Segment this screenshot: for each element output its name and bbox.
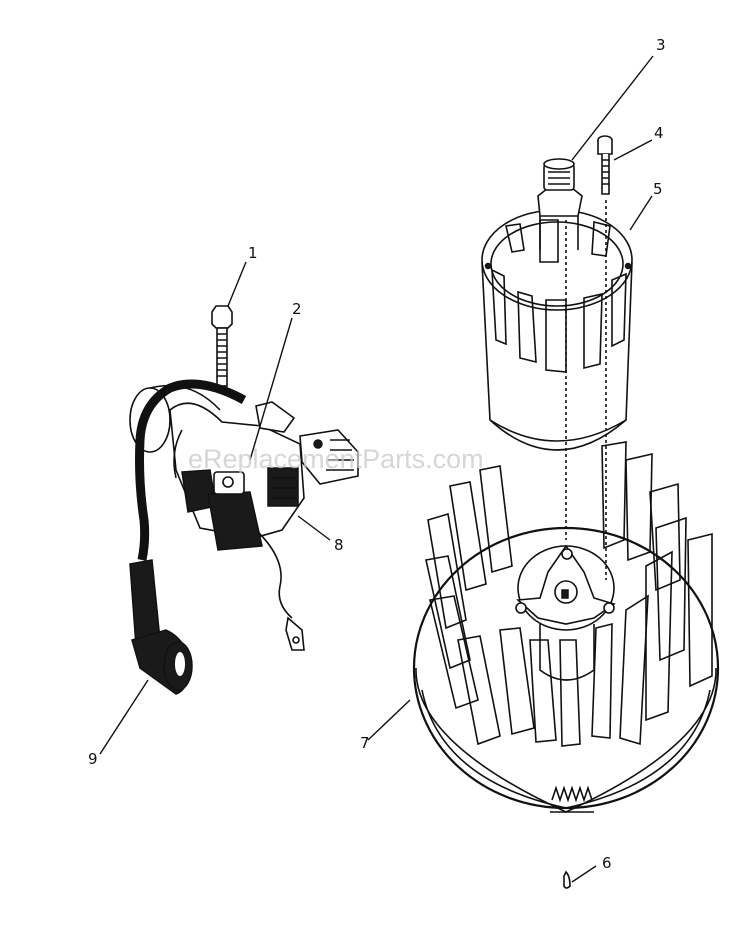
callout-3: 3 [656, 36, 666, 54]
spark-plug-wire[interactable] [135, 379, 247, 561]
flywheel-key[interactable] [563, 870, 571, 889]
callout-numbers: 1 2 3 4 5 6 7 8 9 [88, 36, 666, 872]
flywheel[interactable] [412, 441, 720, 813]
callout-7: 7 [360, 734, 370, 752]
rotating-screen[interactable] [481, 209, 633, 451]
watermark: eReplacementParts.com [188, 444, 484, 474]
callout-6: 6 [602, 854, 612, 872]
callout-9: 9 [88, 750, 98, 768]
flywheel-nut[interactable] [537, 158, 583, 250]
leader-lines [99, 55, 654, 883]
callout-1: 1 [248, 244, 258, 262]
ignition-coil-bolt[interactable] [211, 305, 233, 387]
screen-screw[interactable] [597, 135, 613, 195]
callout-8: 8 [334, 536, 344, 554]
callout-5: 5 [653, 180, 663, 198]
callout-4: 4 [654, 124, 664, 142]
callout-2: 2 [292, 300, 302, 318]
spark-plug-boot[interactable] [129, 559, 193, 695]
ignition-coil[interactable] [129, 384, 359, 651]
